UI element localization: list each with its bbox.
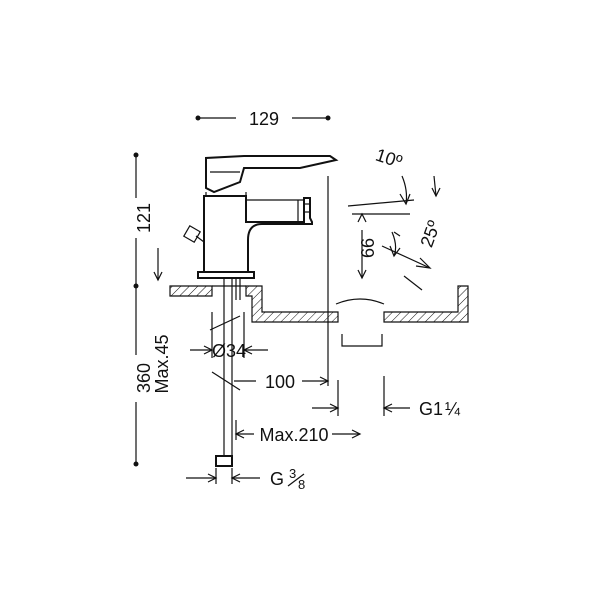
label-width-top: 129 xyxy=(249,109,279,129)
label-supply-fraction-den: 8 xyxy=(298,477,305,492)
supply-pipes xyxy=(209,278,241,467)
label-angle-small: 10º xyxy=(373,145,405,172)
dimension-width-top: 129 xyxy=(195,109,331,129)
label-height-total: 360 xyxy=(134,363,154,393)
dimension-max-deck: Max.45 xyxy=(152,248,172,394)
dimension-height-left: 121 360 xyxy=(133,152,154,467)
dimension-supply-thread: G 3 8 xyxy=(186,466,305,492)
dimension-angle-small: 10º xyxy=(347,145,441,207)
dimension-angle-large: 25º xyxy=(381,218,444,291)
label-supply-fraction-num: 3 xyxy=(289,466,296,481)
label-supply-thread: G xyxy=(270,469,284,489)
deck-section xyxy=(169,285,469,347)
label-height-top: 121 xyxy=(134,203,154,233)
label-max-reach: Max.210 xyxy=(259,425,328,445)
dimension-hole-diameter: Ø34 xyxy=(190,312,268,361)
label-angle-large: 25º xyxy=(416,218,444,250)
dimension-max-reach: Max.210 xyxy=(234,420,362,445)
label-max-deck: Max.45 xyxy=(152,334,172,393)
faucet-body xyxy=(182,155,339,279)
label-hole-diameter: Ø34 xyxy=(212,341,246,361)
dimension-spout-height: 66 xyxy=(352,212,410,280)
label-spout-height: 66 xyxy=(358,238,378,258)
label-spout-reach: 100 xyxy=(265,372,295,392)
dimension-spout-reach: 100 xyxy=(234,176,330,392)
